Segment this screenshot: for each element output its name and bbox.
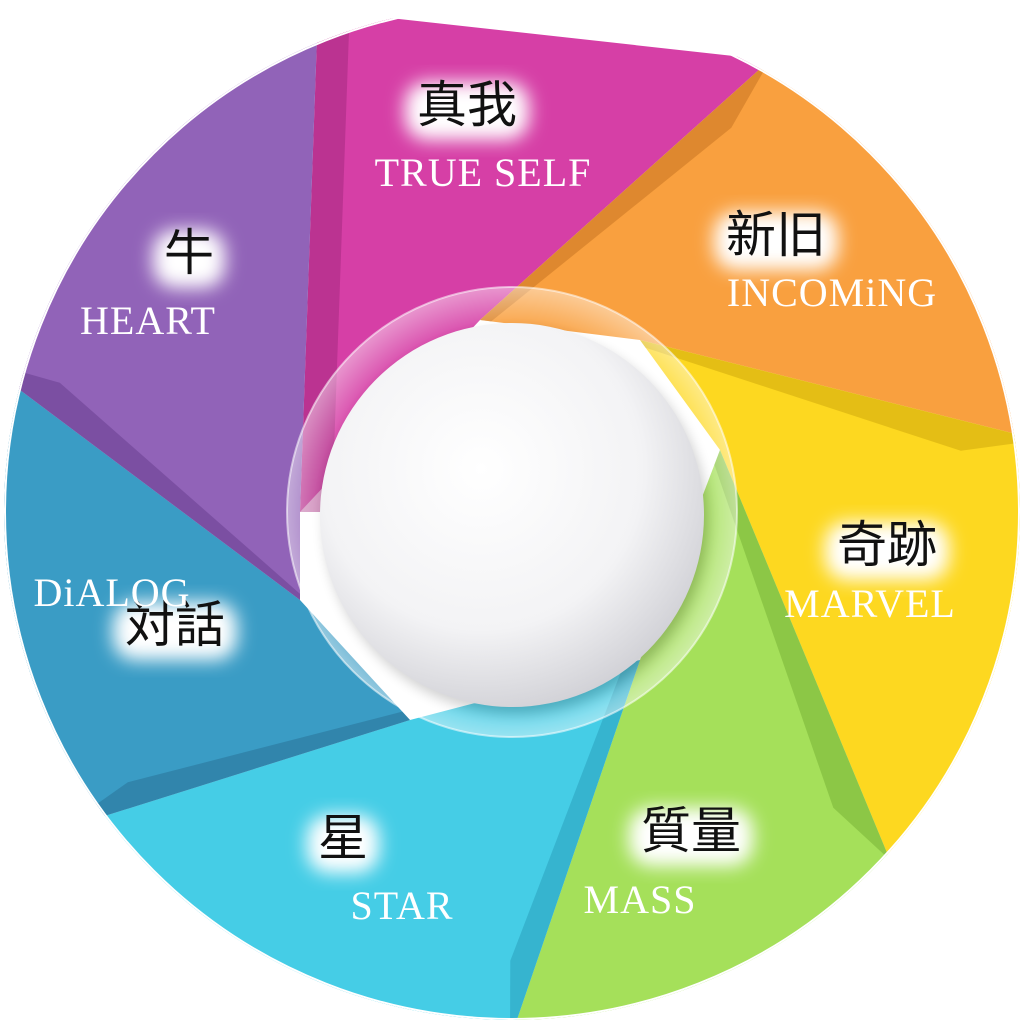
segment-fold-star <box>510 660 640 1020</box>
label-glow-incoming <box>714 212 838 270</box>
label-glow-heart <box>153 230 225 288</box>
segment-fold-marvel <box>640 340 1020 451</box>
label-group-incoming: 新旧 INCOMiNG <box>714 206 937 315</box>
segment-fold-mass <box>714 450 890 860</box>
english-label-mass: MASS <box>584 877 697 922</box>
segment-mass <box>510 450 890 1020</box>
kanji-label-star: 星 <box>318 809 368 867</box>
label-glow-true-self <box>405 82 529 140</box>
segment-fold-incoming <box>480 60 770 322</box>
kanji-label-marvel: 奇跡 <box>837 516 937 574</box>
kanji-label-dialog: 対話 <box>125 596 225 654</box>
wheel-rim <box>4 4 1020 1020</box>
label-group-mass: 質量 MASS <box>584 802 753 922</box>
kanji-label-heart: 牛 <box>164 224 214 282</box>
english-label-marvel: MARVEL <box>784 581 956 626</box>
label-group-marvel: 奇跡 MARVEL <box>784 516 956 626</box>
kanji-label-true-self: 真我 <box>417 76 517 134</box>
english-label-star: STAR <box>350 883 453 928</box>
segment-labels: 真我 TRUE SELF 新旧 INCOMiNG 奇跡 MARVEL 質量 MASS 星 STAR… <box>33 76 956 928</box>
segment-dialog <box>4 360 410 840</box>
segment-fold-dialog <box>60 711 410 830</box>
english-label-true-self: TRUE SELF <box>375 150 592 195</box>
hub-disc <box>320 323 704 707</box>
label-group-heart: 牛 HEART <box>80 224 225 343</box>
label-glow-marvel <box>825 522 949 580</box>
english-label-heart: HEART <box>80 298 216 343</box>
label-group-true-self: 真我 TRUE SELF <box>375 76 592 195</box>
label-glow-dialog <box>113 602 237 660</box>
center-hub <box>286 286 738 738</box>
kanji-label-incoming: 新旧 <box>726 206 826 264</box>
segment-fold-heart <box>4 360 300 600</box>
kanji-label-mass: 質量 <box>641 802 741 860</box>
segment-marvel <box>640 340 1020 860</box>
label-glow-mass <box>629 808 753 866</box>
english-label-dialog: DiALOG <box>33 570 190 615</box>
english-label-incoming: INCOMiNG <box>727 270 937 315</box>
label-group-star: 星 STAR <box>307 809 453 928</box>
segment-fold-true-self <box>300 10 350 512</box>
label-glow-star <box>307 815 379 873</box>
